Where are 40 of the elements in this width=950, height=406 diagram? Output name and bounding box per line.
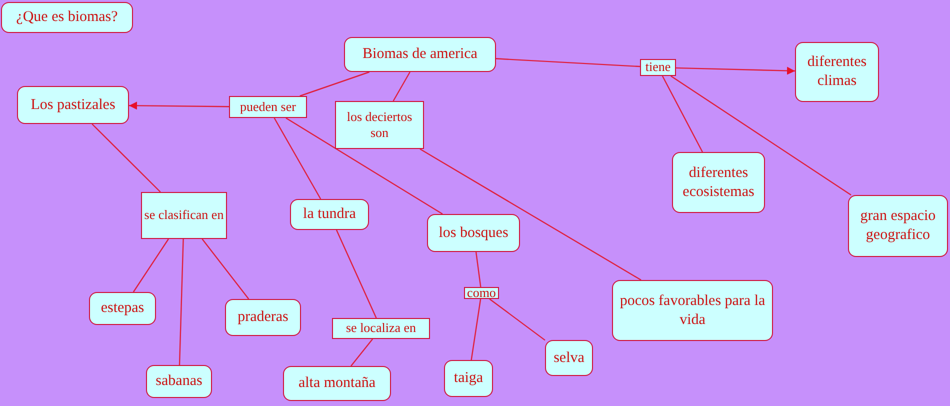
connector-line xyxy=(420,148,642,281)
connector-line xyxy=(489,298,546,341)
concept-box: Biomas de america xyxy=(344,37,496,72)
linking-phrase-box: se clasifican en xyxy=(141,192,227,239)
linking-phrase-box: como xyxy=(464,287,499,299)
connector-line xyxy=(475,252,482,288)
connector-line xyxy=(496,58,640,68)
connector-line xyxy=(300,71,370,97)
arrow xyxy=(676,66,796,75)
concept-box: taiga xyxy=(444,360,493,397)
connector-line xyxy=(470,298,482,360)
concept-box: los bosques xyxy=(427,214,520,252)
connector-line xyxy=(92,124,161,192)
connector-line xyxy=(392,72,410,102)
concept-box: selva xyxy=(545,340,593,376)
connector-line xyxy=(178,238,184,366)
concept-box: Los pastizales xyxy=(17,86,129,124)
concept-box: diferentes ecosistemas xyxy=(672,152,765,213)
connector-line xyxy=(336,230,377,318)
concept-box: praderas xyxy=(225,299,301,336)
linking-phrase-box: se localiza en xyxy=(332,318,430,339)
arrow xyxy=(129,102,229,110)
connector-line xyxy=(286,117,443,215)
connector-line xyxy=(274,118,322,200)
linking-phrase-box: pueden ser xyxy=(229,96,307,118)
linking-phrase-box: los deciertos son xyxy=(335,101,424,149)
concept-box: estepas xyxy=(89,292,156,325)
concept-box: ¿Que es biomas? xyxy=(1,2,133,33)
concept-box: sabanas xyxy=(146,365,212,398)
concept-box: pocos favorables para la vida xyxy=(612,280,773,341)
connector-line xyxy=(670,76,852,196)
linking-phrase-box: tiene xyxy=(640,59,676,76)
concept-box: diferentes climas xyxy=(795,42,879,102)
connector-line xyxy=(202,238,250,300)
connector-line xyxy=(662,76,703,152)
connector-line xyxy=(350,338,374,366)
connector-line xyxy=(132,238,169,292)
concept-box: alta montaña xyxy=(283,366,391,401)
concept-box: la tundra xyxy=(290,199,369,230)
concept-box: gran espacio geografico xyxy=(848,195,948,257)
